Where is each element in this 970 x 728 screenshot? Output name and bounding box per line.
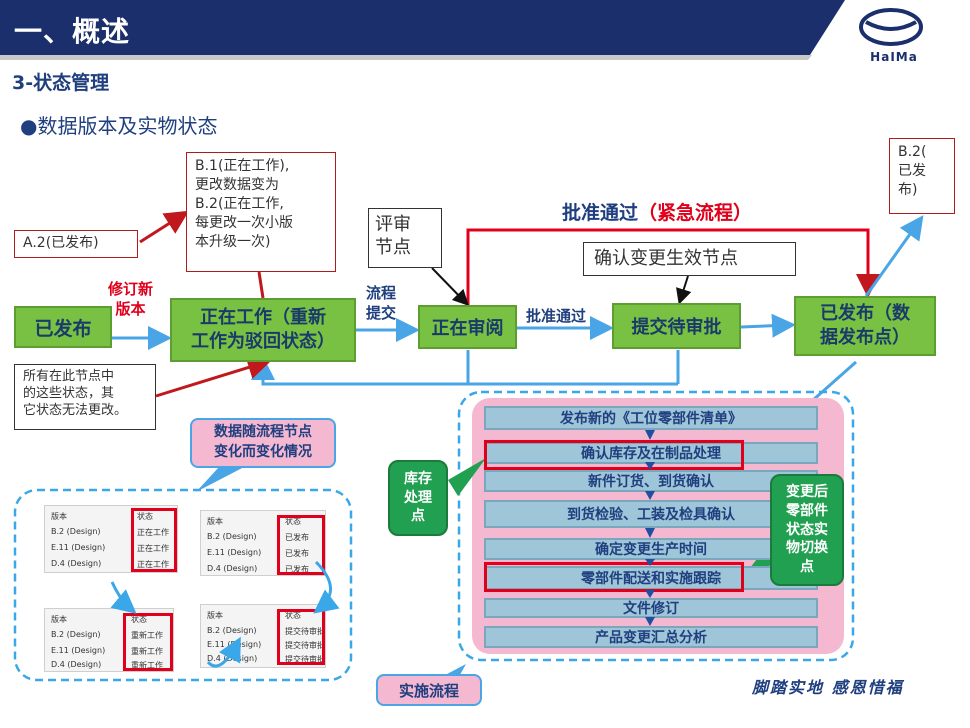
bullet-heading: ●数据版本及实物状态 xyxy=(20,114,218,138)
sheet-cell: 正在工作 xyxy=(137,560,169,569)
note-review-node: 评审 节点 xyxy=(368,208,442,268)
sheet-cell: E.11 (Design) xyxy=(207,548,262,557)
implementation-flow-label: 实施流程 xyxy=(376,674,482,706)
urgent-flow-title: 批准通过（紧急流程） xyxy=(562,198,752,225)
step-publish-bom: 发布新的《工位零部件清单》 xyxy=(484,406,818,430)
sheet-cell: 提交待审批 xyxy=(285,627,325,636)
sheet-cell: 已发布 xyxy=(285,549,309,558)
sheet-cell: D.4 (Design) xyxy=(51,559,102,568)
note-b2-released: B.2( 已发 布) xyxy=(889,138,955,214)
node-released-final: 已发布（数 据发布点） xyxy=(794,296,936,356)
section-subtitle: 3-状态管理 xyxy=(12,72,110,94)
version-sheet-rework: 版本状态 B.2 (Design)重新工作 E.11 (Design)重新工作 … xyxy=(44,608,174,672)
status-column-highlight xyxy=(277,515,325,575)
header-bar xyxy=(0,0,845,60)
sheet-cell: B.2 (Design) xyxy=(207,626,257,635)
page-title: 一、概述 xyxy=(14,15,131,48)
submit-label: 流程 提交 xyxy=(366,284,397,322)
footer-slogan: 脚踏实地 感恩惜福 xyxy=(752,678,904,697)
sheet-header-version: 版本 xyxy=(207,517,223,526)
inventory-step-highlight xyxy=(484,440,744,470)
sheet-cell: 正在工作 xyxy=(137,544,169,553)
approve-label: 批准通过 xyxy=(526,307,587,325)
note-locked-states: 所有在此节点中 的这些状态，其 它状态无法更改。 xyxy=(14,364,156,430)
sheet-cell: 提交待审批 xyxy=(285,641,325,650)
urgent-title-approve: 批准通过 xyxy=(562,202,639,224)
status-column-highlight xyxy=(131,508,177,572)
node-released: 已发布 xyxy=(14,306,112,348)
note-a2-released: A.2(已发布) xyxy=(14,230,138,258)
sheet-cell: E.11 (Design) xyxy=(51,543,106,552)
sheet-header-status: 状态 xyxy=(285,517,301,526)
sheet-header-status: 状态 xyxy=(285,611,301,620)
sheet-cell: D.4 (Design) xyxy=(207,564,258,573)
node-in-work: 正在工作（重新 工作为驳回状态） xyxy=(170,298,356,362)
sheet-cell: 重新工作 xyxy=(131,631,163,640)
logo-text: HaIMa xyxy=(870,50,918,64)
sheet-cell: 提交待审批 xyxy=(285,655,325,664)
sheet-cell: 重新工作 xyxy=(131,647,163,656)
status-column-highlight xyxy=(277,609,325,665)
sheet-header-status: 状态 xyxy=(137,512,153,521)
note-b1-in-work: B.1(正在工作), 更改数据变为 B.2(正在工作, 每更改一次小版 本升级一… xyxy=(186,152,336,272)
sheet-header-version: 版本 xyxy=(51,512,67,521)
sheet-cell: 已发布 xyxy=(285,565,309,574)
sheet-header-version: 版本 xyxy=(51,615,67,624)
version-sheet-released: 版本 状态 B.2 (Design) 已发布 E.11 (Design) 已发布 D.… xyxy=(200,510,326,576)
revise-version-label: 修订新 版本 xyxy=(108,280,154,318)
note-confirm-change: 确认变更生效节点 xyxy=(583,242,796,276)
sheet-header-status: 状态 xyxy=(131,615,147,624)
node-submitted-pending: 提交待审批 xyxy=(612,303,741,349)
sheet-cell: B.2 (Design) xyxy=(51,527,101,536)
sheet-header-version: 版本 xyxy=(207,611,223,620)
sheet-cell: B.2 (Design) xyxy=(51,630,101,639)
switch-point-callout: 变更后 零部件 状态实 物切换 点 xyxy=(770,474,844,586)
status-column-highlight xyxy=(123,613,173,671)
sheet-cell: B.2 (Design) xyxy=(207,532,257,541)
delivery-step-highlight xyxy=(484,562,744,592)
step-delivery-tracking: 零部件配送和实施跟踪 xyxy=(484,566,818,590)
version-sheet-in-work: 版本状态 B.2 (Design)正在工作 E.11 (Design)正在工作 … xyxy=(44,505,178,573)
sheet-cell: 正在工作 xyxy=(137,528,169,537)
sheet-cell: 已发布 xyxy=(285,533,309,542)
node-in-review: 正在审阅 xyxy=(418,305,517,349)
data-change-callout: 数据随流程节点 变化而变化情况 xyxy=(190,418,336,468)
sheet-cell: E.11 (Design) xyxy=(51,646,106,655)
step-change-summary: 产品变更汇总分析 xyxy=(484,626,818,648)
inventory-point-callout: 库存 处理 点 xyxy=(388,460,448,536)
urgent-title-emergency: （紧急流程） xyxy=(638,202,753,224)
haima-logo-icon xyxy=(859,8,923,46)
sheet-cell: D.4 (Design) xyxy=(51,660,102,669)
sheet-cell: 重新工作 xyxy=(131,661,163,670)
